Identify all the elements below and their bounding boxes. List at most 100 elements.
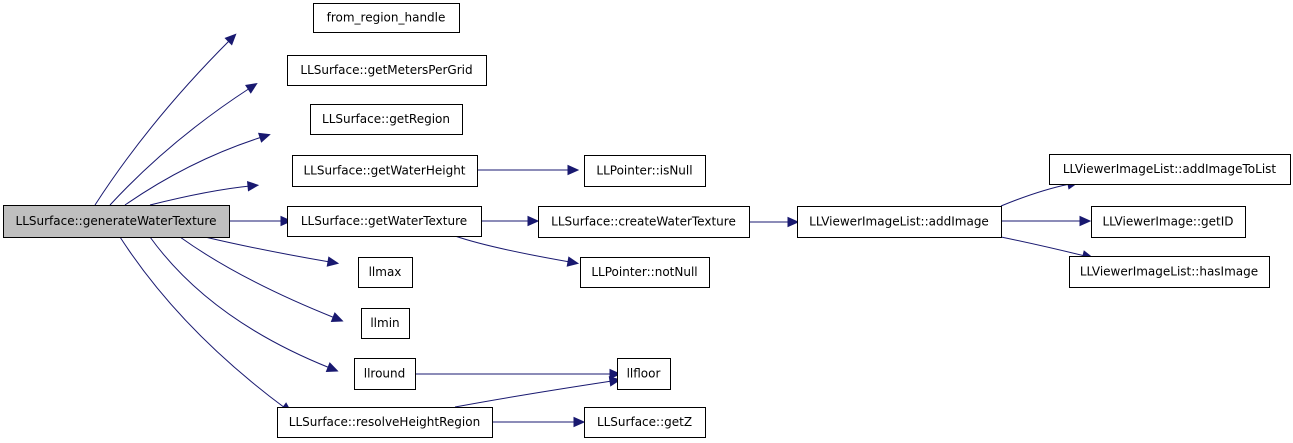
node-label: llfloor [627,367,661,381]
node-label: LLSurface::getMetersPerGrid [300,63,472,77]
edge-line [1000,183,1071,207]
call-graph-edges [94,33,1094,428]
node-box [1091,206,1246,238]
node-box [310,104,463,135]
node-label: LLSurface::resolveHeightRegion [289,415,480,429]
node-from_region_handle[interactable]: from_region_handle [313,3,460,33]
edge-arrowhead [258,132,271,143]
edge-line [149,236,331,369]
node-label: LLPointer::notNull [591,265,697,279]
node-label: LLViewerImageList::addImageToList [1063,162,1277,176]
node-hasImage[interactable]: LLViewerImageList::hasImage [1069,256,1270,288]
edge-arrowhead [330,312,344,322]
node-label: LLSurface::getZ [597,415,692,429]
edge-arrowhead [224,33,237,46]
node-box [277,407,493,438]
node-getWaterHeight[interactable]: LLSurface::getWaterHeight [292,155,478,187]
node-label: LLViewerImage::getID [1103,215,1234,229]
edge-arrowhead [280,215,293,227]
node-box [292,155,478,187]
node-getZ[interactable]: LLSurface::getZ [584,407,706,438]
edge-arrowhead [787,216,800,228]
edge-root-to-from_region_handle [94,33,237,206]
node-label: LLViewerImageList::hasImage [1080,265,1258,279]
edge-addImage-to-getID [1001,215,1092,227]
edge-llround-to-llfloor [414,368,622,380]
node-getRegion[interactable]: LLSurface::getRegion [310,104,463,135]
node-box [358,257,413,288]
node-box [287,206,482,237]
edge-arrowhead [573,416,586,428]
node-label: LLViewerImageList::addImage [809,215,989,229]
node-label: llround [364,367,406,381]
node-label: LLSurface::getRegion [322,112,450,126]
node-getWaterTexture[interactable]: LLSurface::getWaterTexture [287,206,482,237]
node-box [313,3,460,33]
node-box [538,206,750,238]
node-label: llmax [369,265,402,279]
edge-root-to-getMetersPerGrid [109,82,258,206]
node-addImage[interactable]: LLViewerImageList::addImage [797,206,1002,238]
edge-line [149,185,251,206]
node-box [584,407,706,438]
edge-line [119,236,286,409]
edge-line [94,39,231,206]
edge-arrowhead [326,256,340,267]
edge-arrowhead [246,181,260,192]
edge-line [109,87,251,206]
node-getMetersPerGrid[interactable]: LLSurface::getMetersPerGrid [287,55,487,86]
edge-line [454,380,613,408]
node-label: LLSurface::getWaterTexture [301,214,467,228]
edge-root-to-llmin [179,236,344,322]
node-llmax[interactable]: llmax [358,257,413,288]
edge-line [124,136,263,206]
edge-root-to-getWaterTexture [229,215,293,227]
node-root[interactable]: LLSurface::generateWaterTexture [3,205,230,238]
node-box [3,205,230,238]
edge-arrowhead [1079,215,1092,227]
edge-arrowhead [609,368,622,380]
edge-line [454,235,571,263]
edge-root-to-llmax [204,236,340,267]
edge-resolveHeightRegion-to-getZ [491,416,586,428]
node-llround[interactable]: llround [354,358,416,390]
node-box [354,358,416,390]
node-box [361,308,410,339]
edge-root-to-getRegion [124,132,271,206]
edge-arrowhead [527,215,540,227]
edge-root-to-llround [149,236,339,372]
node-box [1049,154,1291,185]
edge-resolveHeightRegion-to-llfloor [454,376,622,408]
node-createWaterTexture[interactable]: LLSurface::createWaterTexture [538,206,750,238]
node-label: LLSurface::getWaterHeight [303,164,465,178]
edge-line [204,236,331,263]
node-label: LLPointer::isNull [596,164,692,178]
node-llmin[interactable]: llmin [361,308,410,339]
edge-createWaterTexture-to-addImage [749,216,800,228]
edge-arrowhead [566,256,580,267]
node-box [287,55,487,86]
edge-arrowhead [245,82,258,94]
call-graph-nodes: LLSurface::generateWaterTexture from_regi… [3,3,1291,438]
edge-getWaterHeight-to-isNull [477,164,580,176]
node-label: LLSurface::generateWaterTexture [16,214,217,228]
edge-getWaterTexture-to-notNull [454,235,580,267]
edge-root-to-resolveHeightRegion [119,236,293,414]
node-getID[interactable]: LLViewerImage::getID [1091,206,1246,238]
node-box [617,358,671,390]
node-llfloor[interactable]: llfloor [617,358,671,390]
edge-line [179,236,336,319]
node-notNull[interactable]: LLPointer::notNull [580,257,710,288]
node-isNull[interactable]: LLPointer::isNull [584,155,706,187]
node-label: from_region_handle [327,11,446,25]
node-label: llmin [370,316,399,330]
node-box [797,206,1002,238]
node-label: LLSurface::createWaterTexture [551,215,736,229]
node-box [584,155,706,187]
node-addImageToList[interactable]: LLViewerImageList::addImageToList [1049,154,1291,185]
edge-arrowhead [567,164,580,176]
node-box [580,257,710,288]
node-resolveHeightRegion[interactable]: LLSurface::resolveHeightRegion [277,407,493,438]
node-box [1069,256,1270,288]
